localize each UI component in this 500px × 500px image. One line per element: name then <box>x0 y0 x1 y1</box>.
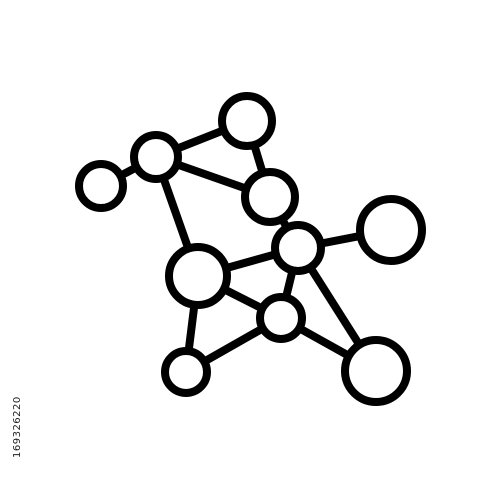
node-center-right <box>271 221 325 275</box>
node-lower-middle <box>256 293 306 343</box>
node-bottom-left <box>161 347 211 397</box>
node-top <box>218 92 276 150</box>
nodes-layer <box>75 92 426 406</box>
node-far-left <box>75 160 127 212</box>
watermark-id-text: 169326220 <box>12 396 23 458</box>
node-upper-left <box>130 131 182 183</box>
node-far-right <box>356 195 426 265</box>
node-upper-middle <box>241 168 299 226</box>
node-bottom-right <box>341 336 411 406</box>
node-center-large <box>165 243 231 309</box>
